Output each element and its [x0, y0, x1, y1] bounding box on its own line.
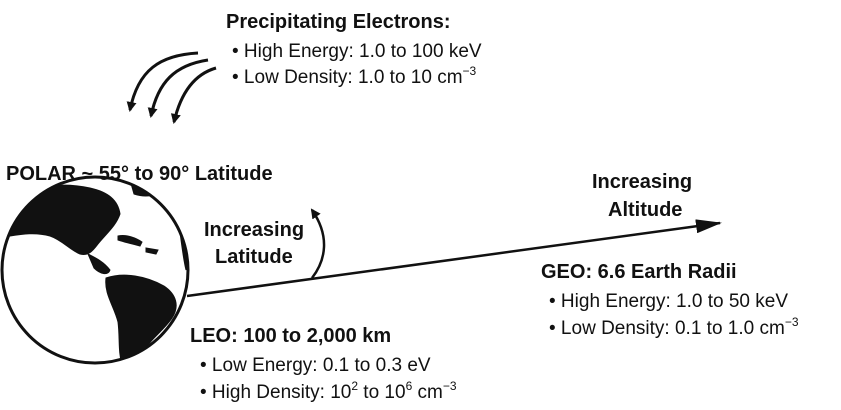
precipitating-density-exponent: −3 — [462, 64, 477, 78]
increasing-altitude-line2: Altitude — [608, 199, 683, 221]
geo-density-exponent: −3 — [784, 315, 799, 329]
precipitating-bullet-energy: • High Energy: 1.0 to 100 keV — [232, 41, 482, 62]
leo-density-exp-low: 2 — [351, 379, 359, 393]
latitude-arrow — [310, 208, 326, 279]
geo-bullet-energy: • High Energy: 1.0 to 50 keV — [549, 291, 789, 312]
leo-density-unit-exponent: −3 — [442, 379, 457, 393]
leo-density-exp-high: 6 — [405, 379, 413, 393]
altitude-arrow — [186, 219, 722, 298]
increasing-latitude-line1: Increasing — [204, 219, 305, 241]
leo-bullet-energy: • Low Energy: 0.1 to 0.3 eV — [200, 355, 431, 376]
increasing-latitude-line2: Latitude — [215, 246, 293, 268]
geo-bullet-density: • Low Density: 0.1 to 1.0 cm−3 — [549, 315, 799, 339]
leo-title: LEO: 100 to 2,000 km — [190, 325, 392, 347]
polar-title: POLAR ~ 55° to 90° Latitude — [6, 163, 273, 185]
precipitation-arrows — [126, 51, 217, 124]
precipitating-bullet-density: • Low Density: 1.0 to 10 cm−3 — [232, 64, 477, 88]
leo-bullet-density: • High Density: 102 to 106 cm−3 — [200, 379, 457, 403]
increasing-altitude-line1: Increasing — [592, 171, 693, 193]
earth-globe — [0, 175, 190, 365]
geo-title: GEO: 6.6 Earth Radii — [541, 261, 737, 283]
precipitating-title: Precipitating Electrons: — [226, 11, 451, 33]
